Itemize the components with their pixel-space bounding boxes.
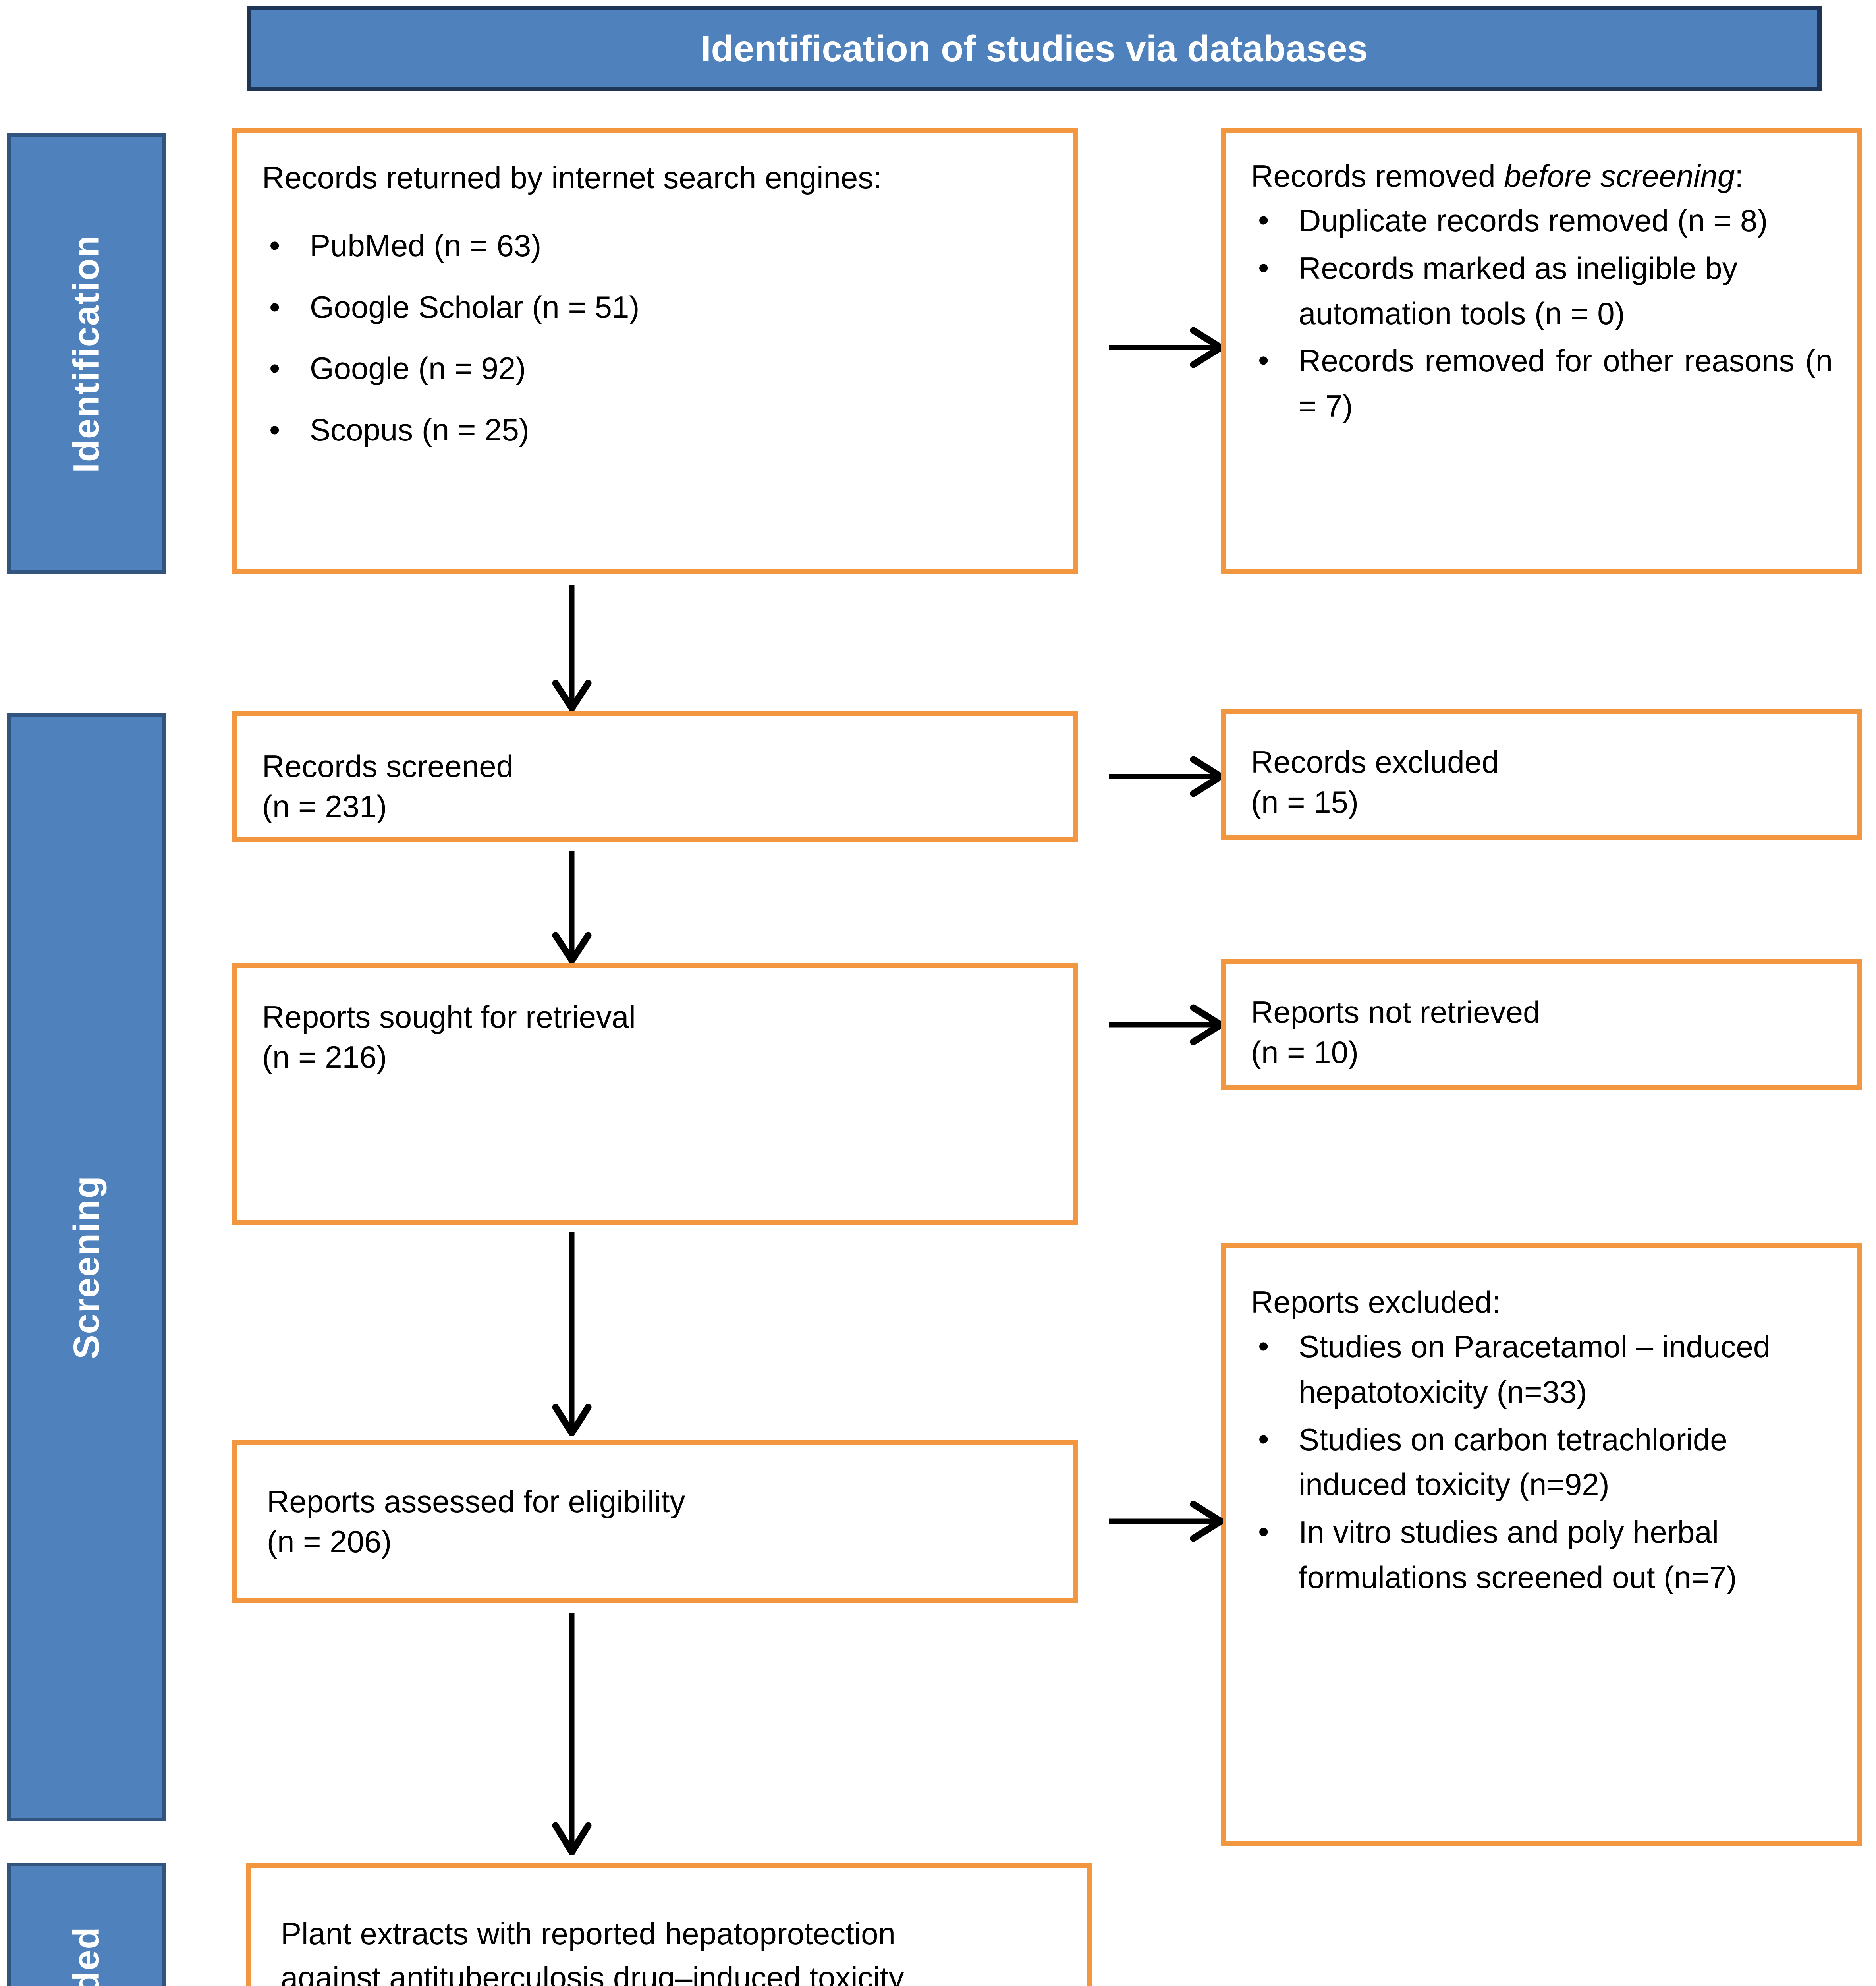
list-item: • Records removed for other reasons (n = … xyxy=(1251,338,1833,429)
bullet-icon: • xyxy=(1258,202,1269,238)
reports-assessed-line1: Reports assessed for eligibility xyxy=(267,1484,685,1519)
list-item: • Records marked as ineligible by automat… xyxy=(1251,246,1833,336)
reports-excluded-list: • Studies on Paracetamol – induced hepato… xyxy=(1251,1324,1833,1600)
stage-label-identification: Identification xyxy=(66,234,107,473)
records-screened-line2: (n = 231) xyxy=(262,789,387,824)
reports-not-retrieved-line1: Reports not retrieved xyxy=(1251,995,1540,1030)
arrow-sought-to-assessed xyxy=(550,1231,594,1436)
bullet-icon: • xyxy=(1258,250,1269,285)
heading-text-italic: before screening xyxy=(1504,158,1735,193)
arrow-identification-to-removed xyxy=(1108,326,1223,369)
list-item-text: Google Scholar (n = 51) xyxy=(310,289,640,325)
bullet-icon: • xyxy=(1258,343,1269,378)
heading-text-part1: Records removed xyxy=(1251,158,1504,193)
list-item-text: PubMed (n = 63) xyxy=(310,228,542,263)
list-item-text: Studies on Paracetamol – induced hepatot… xyxy=(1299,1329,1771,1409)
bullet-icon: • xyxy=(269,412,280,447)
heading-text-part2: : xyxy=(1735,158,1743,193)
box-reports-assessed: Reports assessed for eligibility (n = 20… xyxy=(232,1440,1078,1603)
box-records-excluded: Records excluded (n = 15) xyxy=(1221,709,1862,840)
records-returned-list: • PubMed (n = 63) • Google Scholar (n = 51… xyxy=(262,224,1048,452)
box-records-screened: Records screened (n = 231) xyxy=(232,711,1078,842)
reports-not-retrieved-line2: (n = 10) xyxy=(1251,1035,1359,1070)
box-reports-excluded: Reports excluded: • Studies on Paracetamo… xyxy=(1221,1243,1862,1846)
stage-label-included: Included xyxy=(66,1926,108,1986)
reports-assessed-line2: (n = 206) xyxy=(267,1524,392,1559)
box-records-removed: Records removed before screening: • Dupli… xyxy=(1221,128,1862,574)
included-studies-line2: against antituberculosis drug–induced to… xyxy=(281,1960,904,1986)
arrow-sought-to-not-retrieved xyxy=(1108,1003,1223,1047)
stage-bar-identification: Identification xyxy=(7,133,166,574)
list-item-text: Scopus (n = 25) xyxy=(310,412,529,447)
arrow-screened-to-excluded xyxy=(1108,755,1223,798)
included-studies-line1: Plant extracts with reported hepatoprote… xyxy=(281,1916,896,1951)
bullet-icon: • xyxy=(269,289,280,325)
banner-identification-via-databases: Identification of studies via databases xyxy=(247,6,1822,91)
records-excluded-line1: Records excluded xyxy=(1251,744,1499,779)
records-screened-line1: Records screened xyxy=(262,749,513,784)
list-item: • Studies on Paracetamol – induced hepato… xyxy=(1251,1324,1833,1415)
arrow-returned-to-screened xyxy=(550,584,594,711)
records-removed-heading: Records removed before screening: xyxy=(1251,154,1833,198)
list-item: • In vitro studies and poly herbal formul… xyxy=(1251,1510,1833,1600)
bullet-icon: • xyxy=(269,351,280,386)
list-item-text: Records marked as ineligible by automati… xyxy=(1299,250,1738,331)
records-returned-heading: Records returned by internet search engi… xyxy=(262,160,882,195)
list-item: • Duplicate records removed (n = 8) xyxy=(1251,198,1833,243)
arrow-assessed-to-excluded xyxy=(1108,1499,1223,1543)
bullet-icon: • xyxy=(1258,1328,1269,1364)
list-item-text: Duplicate records removed (n = 8) xyxy=(1299,203,1768,238)
spacer xyxy=(262,200,1048,224)
list-item: • Studies on carbon tetrachloride induced… xyxy=(1251,1417,1833,1508)
records-removed-list: • Duplicate records removed (n = 8) • Reco… xyxy=(1251,198,1833,429)
stage-label-screening: Screening xyxy=(66,1175,107,1359)
list-item: • Scopus (n = 25) xyxy=(262,408,1048,452)
reports-sought-line1: Reports sought for retrieval xyxy=(262,999,636,1034)
arrow-screened-to-sought xyxy=(550,850,594,963)
box-reports-sought: Reports sought for retrieval (n = 216) xyxy=(232,963,1078,1225)
box-included-studies: Plant extracts with reported hepatoprote… xyxy=(246,1863,1092,1986)
list-item-text: In vitro studies and poly herbal formula… xyxy=(1299,1515,1737,1595)
list-item: • Google Scholar (n = 51) xyxy=(262,285,1048,329)
box-reports-not-retrieved: Reports not retrieved (n = 10) xyxy=(1221,959,1862,1090)
stage-bar-screening: Screening xyxy=(7,713,166,1821)
box-records-returned: Records returned by internet search engi… xyxy=(232,128,1078,574)
records-excluded-line2: (n = 15) xyxy=(1251,784,1359,820)
reports-sought-line2: (n = 216) xyxy=(262,1039,387,1075)
list-item-text: Google (n = 92) xyxy=(310,351,526,386)
list-item-text: Records removed for other reasons (n = 7… xyxy=(1299,343,1833,424)
bullet-icon: • xyxy=(269,228,280,263)
stage-bar-included: Included xyxy=(7,1863,166,1986)
reports-excluded-heading: Reports excluded: xyxy=(1251,1285,1501,1319)
list-item-text: Studies on carbon tetrachloride induced … xyxy=(1299,1422,1727,1502)
list-item: • PubMed (n = 63) xyxy=(262,224,1048,268)
list-item: • Google (n = 92) xyxy=(262,346,1048,390)
bullet-icon: • xyxy=(1258,1421,1269,1457)
bullet-icon: • xyxy=(1258,1514,1269,1549)
banner-title: Identification of studies via databases xyxy=(701,28,1368,69)
arrow-assessed-to-included xyxy=(550,1613,594,1855)
